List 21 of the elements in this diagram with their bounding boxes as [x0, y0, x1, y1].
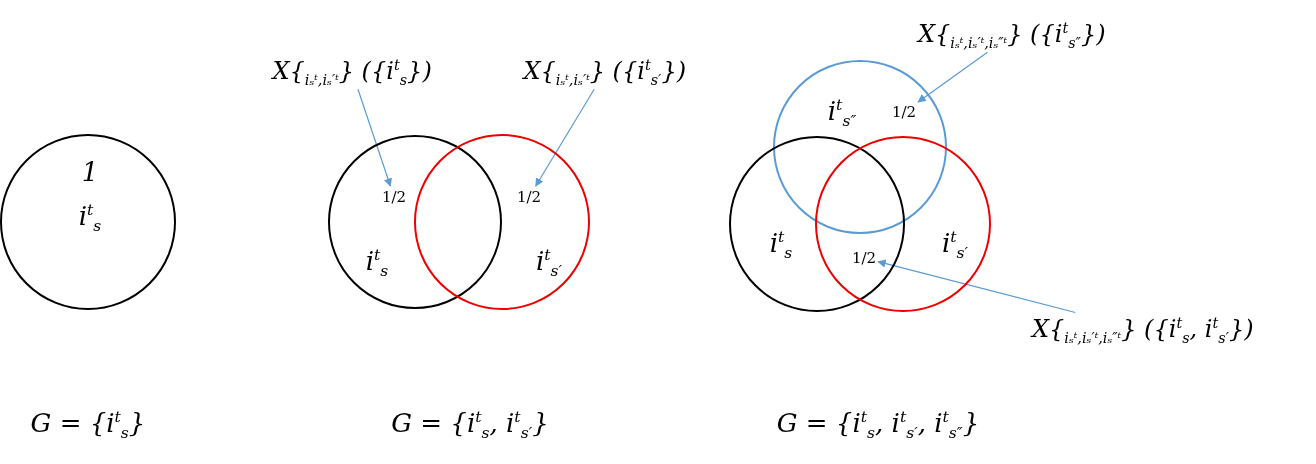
leader-arrow	[535, 88, 595, 187]
callout-label: X{$_{iₛᵗ,iₛ′ᵗ,iₛ″ᵗ}$} ({i$^{t}$$_{s}$, i$^{t}$$_{s′}$})	[1030, 312, 1256, 348]
callout-label: X{$_{iₛᵗ,iₛ′ᵗ,iₛ″ᵗ}$} ({i$^{t}$$_{s″}$})	[916, 17, 1108, 53]
fraction-label: 1/2	[850, 247, 879, 269]
leader-arrow	[917, 51, 989, 103]
fraction-label: 1/2	[515, 186, 544, 208]
set-circle	[414, 134, 590, 310]
callout-label: X{$_{iₛᵗ,iₛ′ᵗ}$} ({i$^{t}$$_{s′}$})	[521, 54, 688, 90]
math-label: 1	[81, 159, 99, 185]
callout-label: X{$_{iₛᵗ,iₛ′ᵗ}$} ({i$^{t}$$_{s}$})	[270, 54, 434, 90]
set-equation: G = {i$^{t}$$_{s}$}	[30, 408, 146, 443]
set-circle	[815, 136, 991, 312]
leader-arrow	[357, 88, 392, 187]
set-circle	[328, 135, 502, 309]
leader-arrow	[877, 259, 1076, 314]
set-circle	[729, 136, 905, 312]
set-equation: G = {i$^{t}$$_{s}$, i$^{t}$$_{s′}$}	[391, 408, 549, 443]
fraction-label: 1/2	[380, 186, 409, 208]
fraction-label: 1/2	[890, 101, 919, 123]
set-equation: G = {i$^{t}$$_{s}$, i$^{t}$$_{s′}$, i$^{t}$$_{s″}$}	[776, 408, 980, 443]
set-circle	[0, 134, 176, 310]
